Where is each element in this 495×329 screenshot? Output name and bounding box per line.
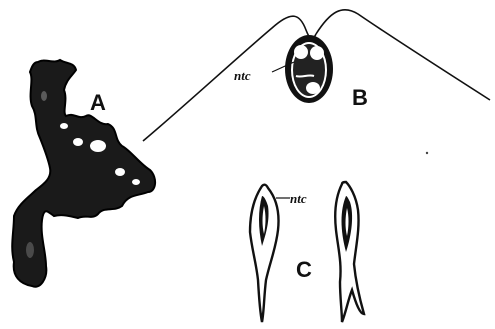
panel-a-amoeboid-mass — [12, 60, 155, 287]
panel-b-label: B — [352, 85, 368, 110]
panel-b-ntc-label: ntc — [234, 68, 251, 83]
panel-c-label: C — [296, 257, 312, 282]
panel-c-left-spindle-cell — [250, 185, 290, 322]
panel-b-flagellated-cell — [143, 10, 490, 141]
panel-c-right-spindle-cell — [335, 182, 364, 322]
panel-a-label: A — [90, 90, 106, 115]
speck-mark — [426, 152, 428, 154]
panel-c-ntc-label: ntc — [290, 191, 307, 206]
